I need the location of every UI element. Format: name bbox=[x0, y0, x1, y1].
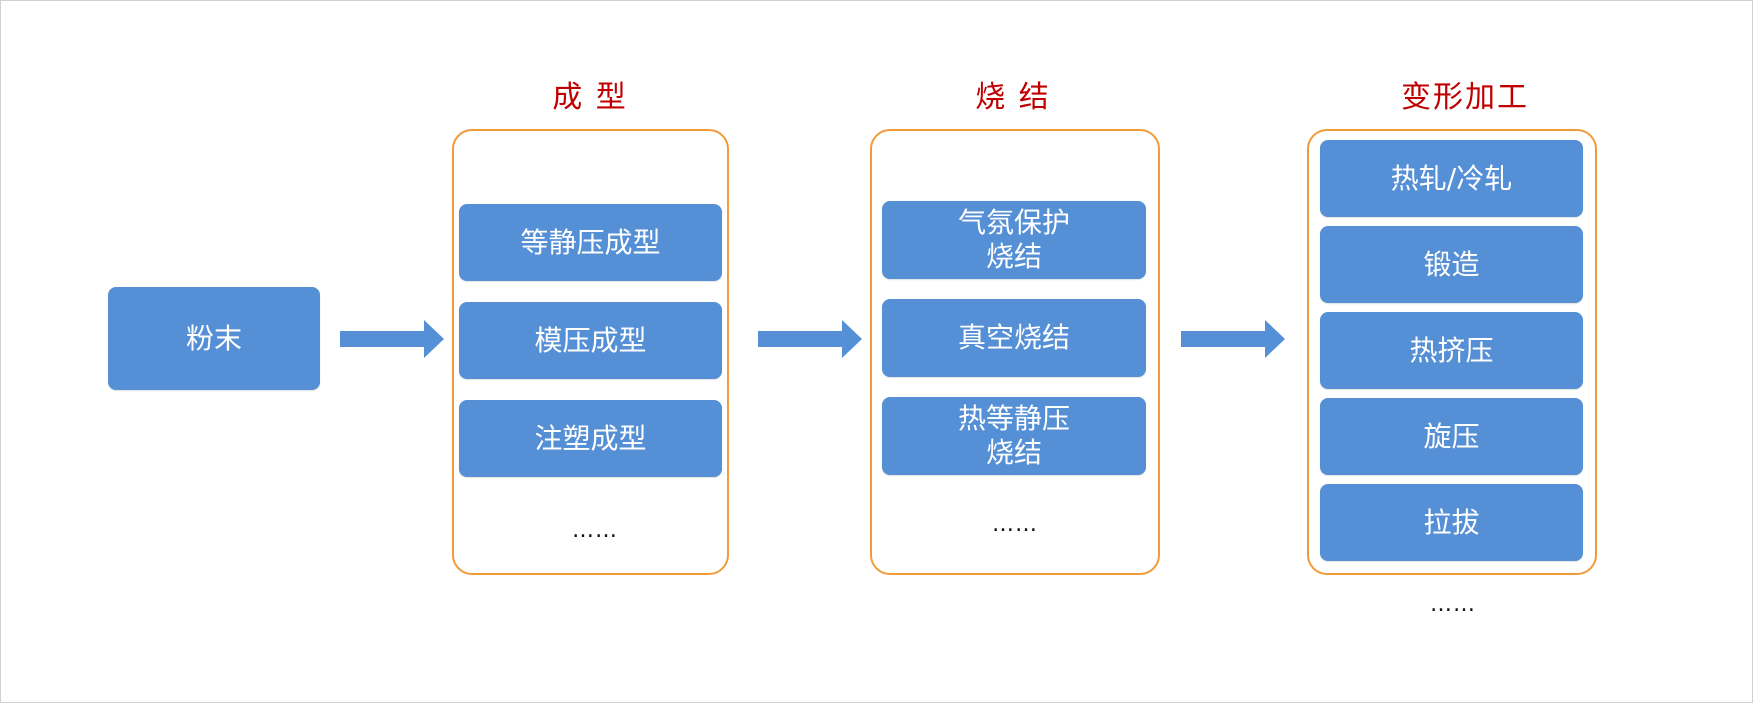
deformation-title: 变形加工 bbox=[1401, 80, 1529, 115]
deformation-item-forging: 锻造 bbox=[1320, 226, 1583, 303]
deformation-item-extrusion: 热挤压 bbox=[1320, 312, 1583, 389]
sintering-item-hip: 热等静压 烧结 bbox=[882, 397, 1146, 475]
powder-box: 粉末 bbox=[108, 287, 320, 390]
forming-item-injection: 注塑成型 bbox=[459, 400, 722, 477]
deformation-item-rolling: 热轧/冷轧 bbox=[1320, 140, 1583, 217]
arrow-to-deformation bbox=[1181, 320, 1285, 358]
sintering-item-atmosphere: 气氛保护 烧结 bbox=[882, 201, 1146, 279]
forming-more: …… bbox=[572, 518, 618, 543]
deformation-more: …… bbox=[1430, 592, 1476, 617]
sintering-title: 烧 结 bbox=[975, 80, 1051, 115]
arrow-to-sintering bbox=[758, 320, 862, 358]
deformation-item-drawing: 拉拔 bbox=[1320, 484, 1583, 561]
arrow-to-forming bbox=[340, 320, 444, 358]
sintering-item-vacuum: 真空烧结 bbox=[882, 299, 1146, 377]
deformation-item-spinning: 旋压 bbox=[1320, 398, 1583, 475]
sintering-more: …… bbox=[992, 512, 1038, 537]
forming-item-isostatic: 等静压成型 bbox=[459, 204, 722, 281]
forming-item-die-pressing: 模压成型 bbox=[459, 302, 722, 379]
forming-title: 成 型 bbox=[552, 80, 628, 115]
